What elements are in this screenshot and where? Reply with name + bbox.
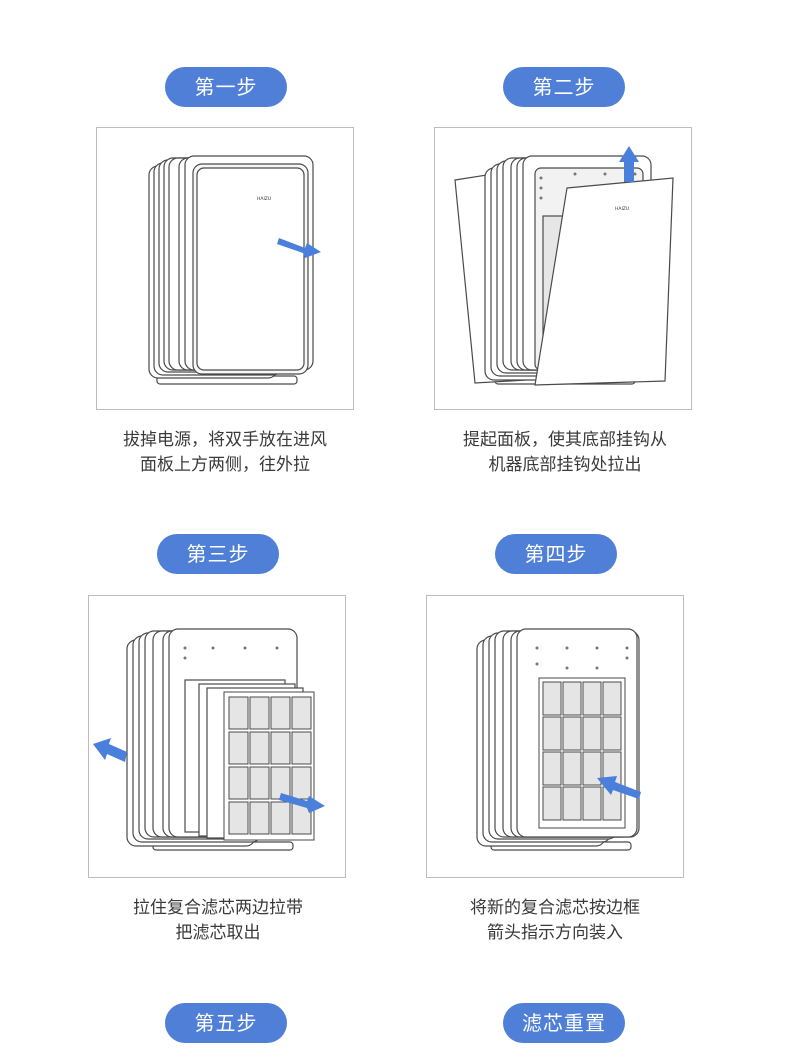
brand-logo: HAIZU [257,196,271,202]
step-4-illustration [426,595,684,878]
step-1-caption: 拔掉电源，将双手放在进风 面板上方两侧，往外拉 [75,428,375,478]
step-4-label: 第四步 [495,534,617,574]
step-3-label: 第三步 [157,534,279,574]
pull-left-arrow-icon [93,738,127,762]
step-2-caption: 提起面板，使其底部挂钩从 机器底部挂钩处拉出 [415,428,715,478]
brand-logo: HAIZU [615,206,629,212]
filter-grid [224,692,314,840]
filter-reset-label: 滤芯重置 [503,1003,625,1043]
step-5-label: 第五步 [165,1003,287,1043]
filter-grid [539,678,625,828]
step-1-illustration: HAIZU [96,127,354,410]
step-3-caption: 拉住复合滤芯两边拉带 把滤芯取出 [68,896,368,946]
step-2-illustration: HAIZU [434,127,692,410]
step-1-label: 第一步 [165,67,287,107]
step-4-caption: 将新的复合滤芯按边框 箭头指示方向装入 [405,896,705,946]
step-2-label: 第二步 [503,67,625,107]
step-3-illustration [88,595,346,878]
